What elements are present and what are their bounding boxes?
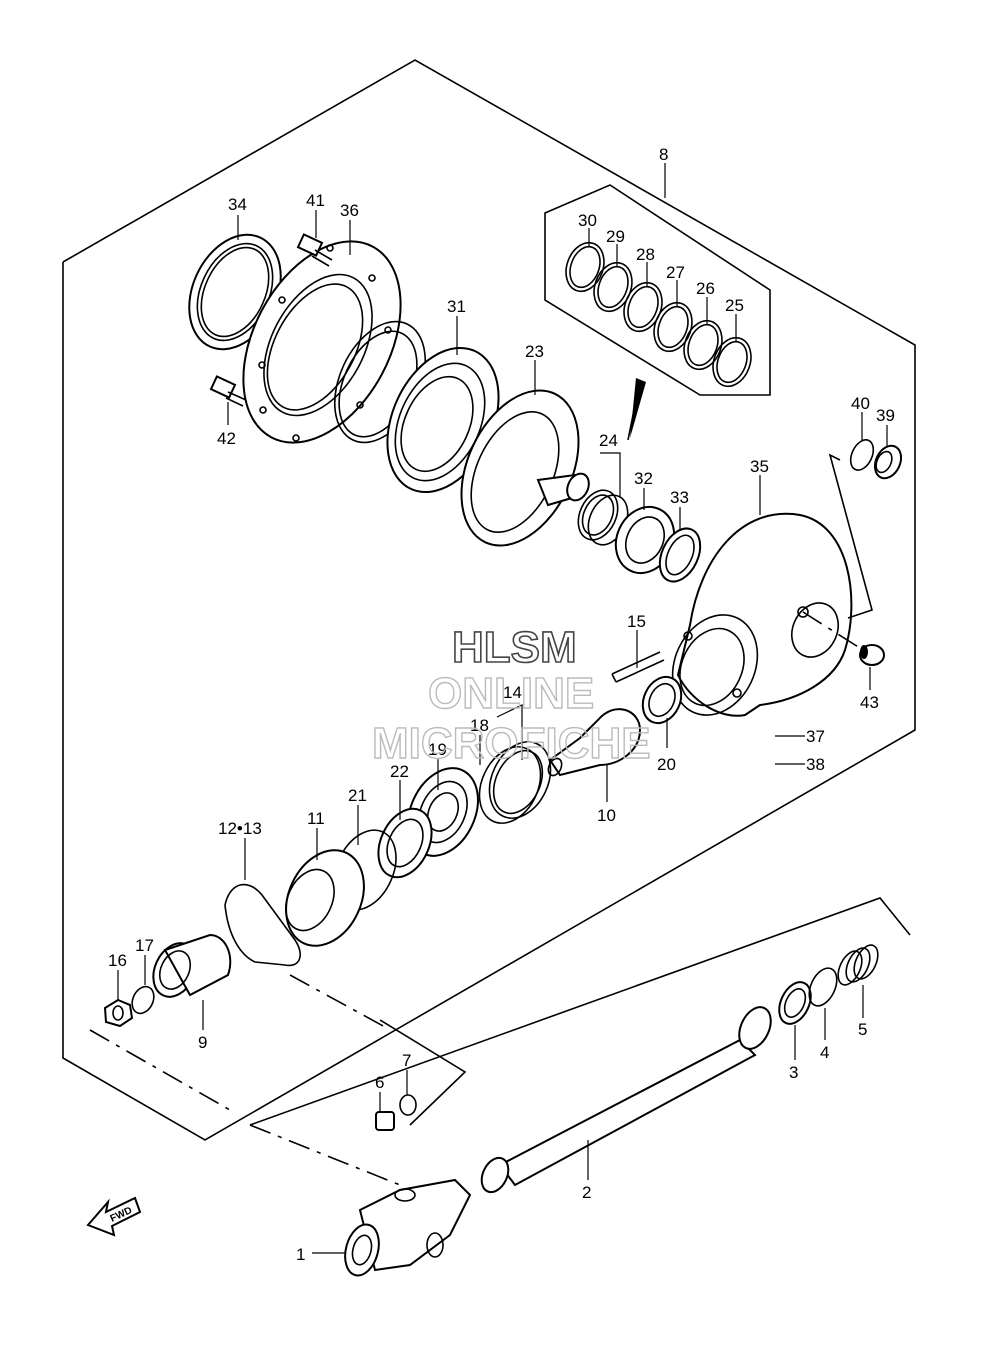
callout-35: 35 (750, 457, 769, 476)
washer-7 (399, 1094, 417, 1116)
callout-29: 29 (606, 227, 625, 246)
needle-bearing-9 (152, 933, 232, 998)
callout-17: 17 (135, 936, 154, 955)
callout-1: 1 (296, 1245, 305, 1264)
bolt-group-dash-2 (289, 974, 386, 1028)
washer-40 (849, 439, 875, 471)
snap-ring-4 (808, 967, 838, 1007)
callout-5: 5 (858, 1020, 867, 1039)
leader-39-40 (828, 453, 873, 619)
shim-set-arrow (630, 378, 646, 438)
callout-22: 22 (390, 762, 409, 781)
shim-set-arrow-line (627, 379, 641, 441)
washer-17 (131, 985, 155, 1015)
bolt-41 (296, 233, 333, 267)
gear-case-35 (671, 512, 853, 717)
shim-set-box (544, 184, 771, 396)
callout-41: 41 (306, 191, 325, 210)
callout-28: 28 (636, 245, 655, 264)
fwd-arrow: FWD (86, 1196, 142, 1237)
seal-33 (658, 527, 702, 583)
assembly-boundary (62, 59, 916, 1141)
callout-6: 6 (375, 1073, 384, 1092)
callout-24: 24 (599, 431, 618, 450)
callout-26: 26 (696, 279, 715, 298)
shaft-group-boundary (249, 897, 911, 1126)
callout-2: 2 (582, 1183, 591, 1202)
callout-23: 23 (525, 342, 544, 361)
gasket-12-13 (224, 883, 301, 967)
callout-38: 38 (806, 755, 825, 774)
nut-16 (103, 998, 134, 1028)
callout-15: 15 (627, 612, 646, 631)
watermark-line-3: MICROFICHE (372, 719, 651, 768)
callout-20: 20 (657, 755, 676, 774)
callout-31: 31 (447, 297, 466, 316)
bearing-22 (377, 807, 433, 879)
callout-9: 9 (198, 1033, 207, 1052)
callout-21: 21 (348, 786, 367, 805)
callout-32: 32 (634, 469, 653, 488)
bolt-group-boundary (379, 1019, 467, 1126)
bolt-42 (209, 375, 247, 407)
callout-25: 25 (725, 296, 744, 315)
callout-42: 42 (217, 429, 236, 448)
callout-36: 36 (340, 201, 359, 220)
callout-39: 39 (876, 406, 895, 425)
leader-lines (117, 163, 888, 1254)
callout-33: 33 (670, 488, 689, 507)
callout-34: 34 (228, 195, 247, 214)
watermark-line-2: ONLINE (428, 669, 594, 718)
callout-labels: 8 30 29 28 27 26 25 34 41 36 31 23 42 24… (108, 145, 895, 1264)
callout-18: 18 (470, 716, 489, 735)
shim-18-14 (478, 741, 552, 824)
bearing-retainer-11 (285, 849, 365, 947)
bolt-6 (375, 1111, 395, 1131)
plug-43 (859, 644, 885, 666)
watermark-line-1: HLSM (452, 623, 577, 672)
oil-seal-3 (778, 981, 812, 1025)
callout-12-13: 12•13 (218, 819, 262, 838)
callout-19: 19 (428, 740, 447, 759)
callout-4: 4 (820, 1043, 829, 1062)
callout-10: 10 (597, 806, 616, 825)
callout-7: 7 (402, 1051, 411, 1070)
callout-11: 11 (307, 809, 325, 828)
watermark: HLSM ONLINE MICROFICHE (371, 622, 651, 769)
callout-16: 16 (108, 951, 127, 970)
ring-gear-23 (460, 389, 590, 547)
callout-37: 37 (806, 727, 825, 746)
callout-30: 30 (578, 211, 597, 230)
stud-15 (611, 651, 665, 683)
universal-joint-1 (344, 1178, 472, 1277)
callout-3: 3 (789, 1063, 798, 1082)
bolt-group-dash-1 (89, 1029, 231, 1111)
shim-rings (565, 241, 752, 388)
plug-39 (873, 444, 903, 480)
cover-plate-36 (242, 240, 402, 444)
shaft-group-boundary-dash (249, 1124, 401, 1186)
spring-5 (837, 944, 879, 986)
callout-40: 40 (851, 394, 870, 413)
callout-14: 14 (503, 683, 522, 702)
callout-27: 27 (666, 263, 685, 282)
callout-8: 8 (659, 145, 668, 164)
bearing-20 (641, 675, 683, 725)
callout-43: 43 (860, 693, 879, 712)
drive-shaft-2 (480, 1006, 772, 1194)
